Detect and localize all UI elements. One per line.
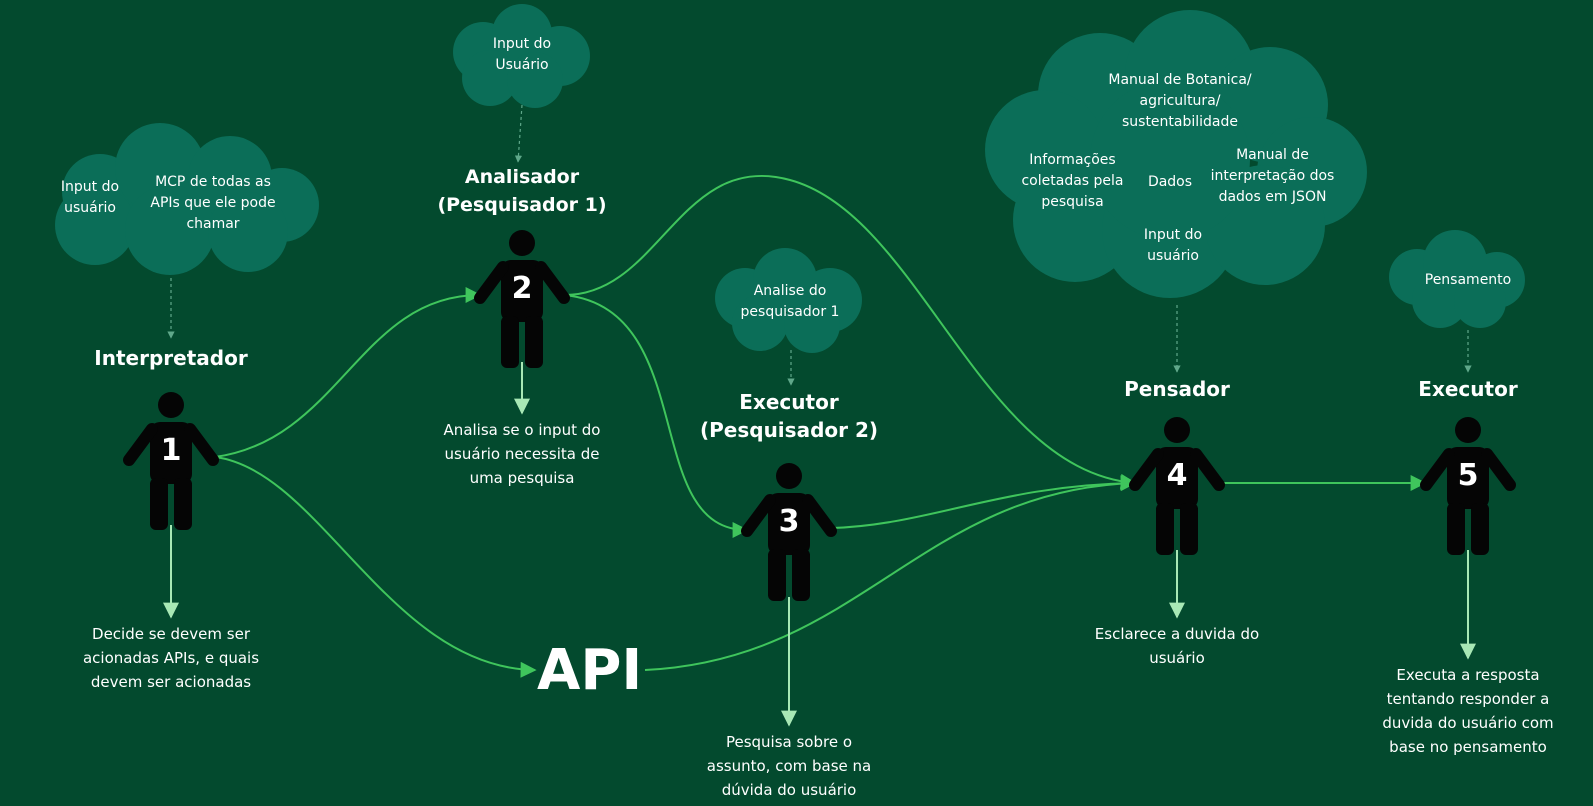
dotted-arrow-2: [514, 104, 523, 163]
agent-1-number: 1: [161, 433, 182, 468]
cloud-4-left-text: Informações coletadas pela pesquisa: [1021, 152, 1124, 210]
connector-1-to-2: [214, 287, 482, 458]
agent-2-figure: 2: [474, 230, 570, 368]
connector-api-to-4: [644, 482, 1136, 671]
agent-3-figure: 3: [741, 463, 837, 601]
agent-1-title: Interpretador: [94, 346, 248, 370]
connector-3-to-4: [831, 475, 1137, 529]
agent-3-title: Executor (Pesquisador 2): [699, 390, 879, 442]
agent-4-title: Pensador: [1124, 377, 1230, 401]
agent-2-description: Analisa se o input do usuário necessita …: [443, 421, 601, 487]
cloud-2-text: Input do Usuário: [492, 36, 552, 73]
agent-5-title: Executor: [1418, 377, 1518, 401]
agent-5-number: 5: [1458, 458, 1479, 493]
agent-5-figure: 5: [1420, 417, 1516, 555]
agent-4-description: Esclarece a duvida do usuário: [1094, 625, 1260, 667]
cloud-4-right-text: Manual de interpretação dos dados em JSO…: [1210, 147, 1335, 205]
agent-3-number: 3: [779, 504, 800, 539]
cloud-5: [1389, 230, 1525, 328]
agent-1-description: Decide se devem ser acionadas APIs, e qu…: [82, 625, 260, 691]
connector-1-to-api: [214, 456, 537, 678]
cloud-1-right-text: MCP de todas as APIs que ele pode chamar: [150, 174, 276, 232]
cloud-4-middle-text: Dados: [1147, 174, 1193, 190]
cloud-4-top-text: Manual de Botanica/ agricultura/ sustent…: [1108, 72, 1252, 130]
connector-2-to-3: [564, 294, 749, 538]
agent-5-description: Executa a resposta tentando responder a …: [1382, 666, 1554, 756]
agent-4-number: 4: [1167, 458, 1188, 493]
agent-2-number: 2: [512, 271, 533, 306]
cloud-1: [55, 123, 319, 275]
cloud-1-left-text: Input do usuário: [60, 179, 120, 216]
api-label: API: [537, 638, 643, 703]
cloud-5-text: Pensamento: [1424, 272, 1512, 288]
cloud-4: [985, 10, 1367, 298]
agent-2-title: Analisador (Pesquisador 1): [437, 166, 607, 216]
agent-1-figure: 1: [123, 392, 219, 530]
cloud-3: [715, 248, 862, 353]
agent-3-description: Pesquisa sobre o assunto, com base na dú…: [706, 733, 872, 799]
agent-4-figure: 4: [1129, 417, 1225, 555]
cloud-2: [453, 4, 590, 108]
connector-2-to-4: [564, 174, 1137, 490]
cloud-3-text: Analise do pesquisador 1: [740, 283, 840, 320]
cloud-4-bottom-text: Input do usuário: [1143, 227, 1203, 264]
